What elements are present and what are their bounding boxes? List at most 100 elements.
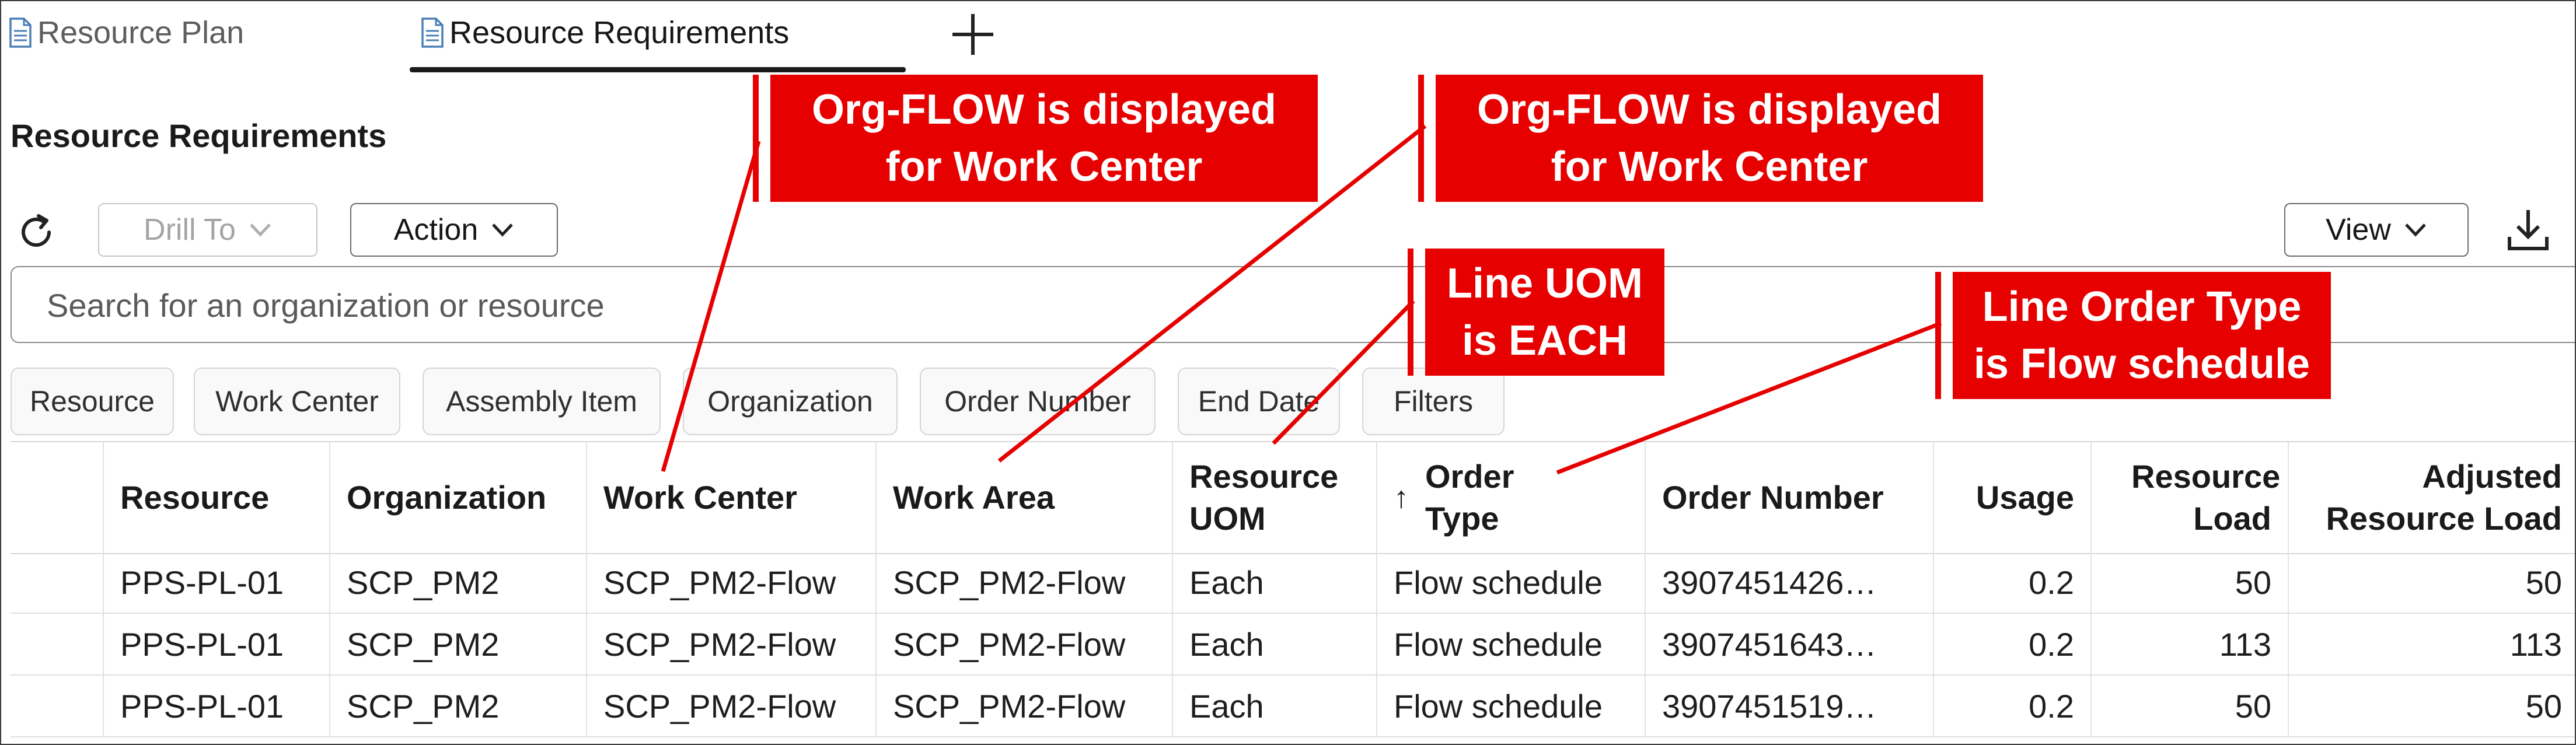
cell-adjusted-resource-load: 113 <box>2509 625 2562 663</box>
column-header-label: Organization <box>347 479 547 516</box>
column-header-work-area[interactable]: Work Area <box>877 442 1173 553</box>
callout-resource-uom: Line UOM is EACH <box>1425 249 1664 376</box>
drill-to-label: Drill To <box>144 213 236 247</box>
cell-work-area: SCP_PM2-Flow <box>877 614 1173 674</box>
filter-chip-end-date[interactable]: End Date <box>1178 368 1340 435</box>
page-title: Resource Requirements <box>11 117 387 154</box>
callout-work-area: Org-FLOW is displayed for Work Center <box>1436 75 1983 202</box>
callout-line: Org-FLOW is displayed <box>811 86 1277 133</box>
callout-line: for Work Center <box>885 144 1203 190</box>
filter-chip-work-center[interactable]: Work Center <box>194 368 400 435</box>
row-selector[interactable] <box>11 552 104 613</box>
cell-resource-uom: Each <box>1173 552 1377 613</box>
action-button[interactable]: Action <box>350 203 558 257</box>
view-button[interactable]: View <box>2284 203 2469 257</box>
cell-work-center: SCP_PM2-Flow <box>587 552 877 613</box>
cell-resource: PPS-PL-01 <box>104 614 330 674</box>
table-row[interactable]: PPS-PL-01 SCP_PM2 SCP_PM2-Flow SCP_PM2-F… <box>11 676 2575 737</box>
column-header-resource[interactable]: Resource <box>104 442 330 553</box>
column-header-order-number[interactable]: Order Number <box>1646 442 1934 553</box>
column-header-label: Usage <box>1975 479 2074 516</box>
table-row[interactable]: PPS-PL-01 SCP_PM2 SCP_PM2-Flow SCP_PM2-F… <box>11 552 2575 614</box>
filter-chip-organization[interactable]: Organization <box>683 368 898 435</box>
order-number-value: 3907451643… <box>1662 625 1877 663</box>
cell-order-number[interactable]: 3907451426… <box>1646 552 1934 613</box>
row-selector[interactable] <box>11 676 104 736</box>
callout-line: for Work Center <box>1551 144 1868 190</box>
column-header-adjusted-resource-load[interactable]: Adjusted Resource Load <box>2289 442 2575 553</box>
column-header-label: Order Type <box>1425 458 1514 537</box>
cell-work-area: SCP_PM2-Flow <box>877 552 1173 613</box>
download-icon[interactable] <box>2505 207 2551 253</box>
filter-chip-filters[interactable]: Filters <box>1362 368 1505 435</box>
callout-work-center: Org-FLOW is displayed for Work Center <box>770 75 1318 202</box>
cell-usage: 0.2 <box>1934 552 2092 613</box>
column-header-resource-load[interactable]: Resource Load <box>2092 442 2289 553</box>
cell-order-number[interactable]: 3907451519… <box>1646 676 1934 736</box>
cell-resource-load: 113 <box>2092 614 2289 674</box>
column-header-order-type[interactable]: ↑ Order Type <box>1377 442 1646 553</box>
document-icon <box>421 18 444 48</box>
filter-chip-assembly-item[interactable]: Assembly Item <box>423 368 661 435</box>
callout-line: Line UOM <box>1447 260 1643 307</box>
column-header-label: Work Center <box>603 479 797 516</box>
filter-chip-resource[interactable]: Resource <box>11 368 174 435</box>
cell-work-center: SCP_PM2-Flow <box>587 676 877 736</box>
cell-organization: SCP_PM2 <box>330 552 587 613</box>
row-selector-header <box>11 442 104 553</box>
callout-accent-bar <box>1418 75 1424 202</box>
cell-resource: PPS-PL-01 <box>104 552 330 613</box>
chevron-down-icon <box>250 223 271 237</box>
cell-resource-uom: Each <box>1173 614 1377 674</box>
cell-order-number[interactable]: 3907451643… <box>1646 614 1934 674</box>
column-header-label: Resource UOM <box>1189 458 1339 537</box>
add-tab-icon[interactable] <box>948 9 998 60</box>
chevron-down-icon <box>492 223 514 237</box>
column-header-label: Work Area <box>893 479 1055 516</box>
order-number-value: 3907451426… <box>1662 564 1877 601</box>
cell-organization: SCP_PM2 <box>330 676 587 736</box>
cell-adjusted-resource-load: 50 <box>2525 564 2562 601</box>
callout-accent-bar <box>753 75 759 202</box>
filter-chip-order-number[interactable]: Order Number <box>920 368 1156 435</box>
cell-order-type: Flow schedule <box>1377 552 1646 613</box>
sort-ascending-icon: ↑ <box>1394 481 1409 515</box>
row-selector[interactable] <box>11 614 104 674</box>
cell-work-center: SCP_PM2-Flow <box>587 614 877 674</box>
tab-label: Resource Requirements <box>449 15 790 50</box>
cell-resource-uom: Each <box>1173 676 1377 736</box>
table-header-row: Resource Organization Work Center Work A… <box>11 441 2575 554</box>
cell-order-type: Flow schedule <box>1377 614 1646 674</box>
callout-order-type: Line Order Type is Flow schedule <box>1953 272 2331 399</box>
column-header-label: Resource Load <box>2131 458 2281 537</box>
table-row[interactable]: PPS-PL-01 SCP_PM2 SCP_PM2-Flow SCP_PM2-F… <box>11 614 2575 676</box>
column-header-label: Order Number <box>1662 479 1884 516</box>
column-header-resource-uom[interactable]: Resource UOM <box>1173 442 1377 553</box>
cell-usage: 0.2 <box>1934 676 2092 736</box>
tab-resource-plan[interactable]: Resource Plan <box>8 8 244 57</box>
view-label: View <box>2326 213 2391 247</box>
callout-line: Org-FLOW is displayed <box>1477 86 1942 133</box>
callout-line: is Flow schedule <box>1973 341 2310 387</box>
refresh-icon[interactable] <box>15 211 57 253</box>
drill-to-button[interactable]: Drill To <box>98 203 317 257</box>
column-header-organization[interactable]: Organization <box>330 442 587 553</box>
tab-label: Resource Plan <box>37 15 245 50</box>
cell-work-area: SCP_PM2-Flow <box>877 676 1173 736</box>
cell-resource-load: 50 <box>2092 676 2289 736</box>
column-header-label: Resource <box>120 479 270 516</box>
order-number-value: 3907451519… <box>1662 687 1877 725</box>
document-icon <box>9 18 32 48</box>
column-header-work-center[interactable]: Work Center <box>587 442 877 553</box>
chevron-down-icon <box>2405 223 2426 237</box>
cell-organization: SCP_PM2 <box>330 614 587 674</box>
tab-resource-requirements[interactable]: Resource Requirements <box>420 8 789 57</box>
callout-accent-bar <box>1408 249 1413 376</box>
cell-resource: PPS-PL-01 <box>104 676 330 736</box>
callout-line: is EACH <box>1461 317 1628 364</box>
action-label: Action <box>393 213 479 247</box>
column-header-usage[interactable]: Usage <box>1934 442 2092 553</box>
cell-resource-load: 50 <box>2092 552 2289 613</box>
column-header-label: Adjusted Resource Load <box>2326 458 2562 537</box>
